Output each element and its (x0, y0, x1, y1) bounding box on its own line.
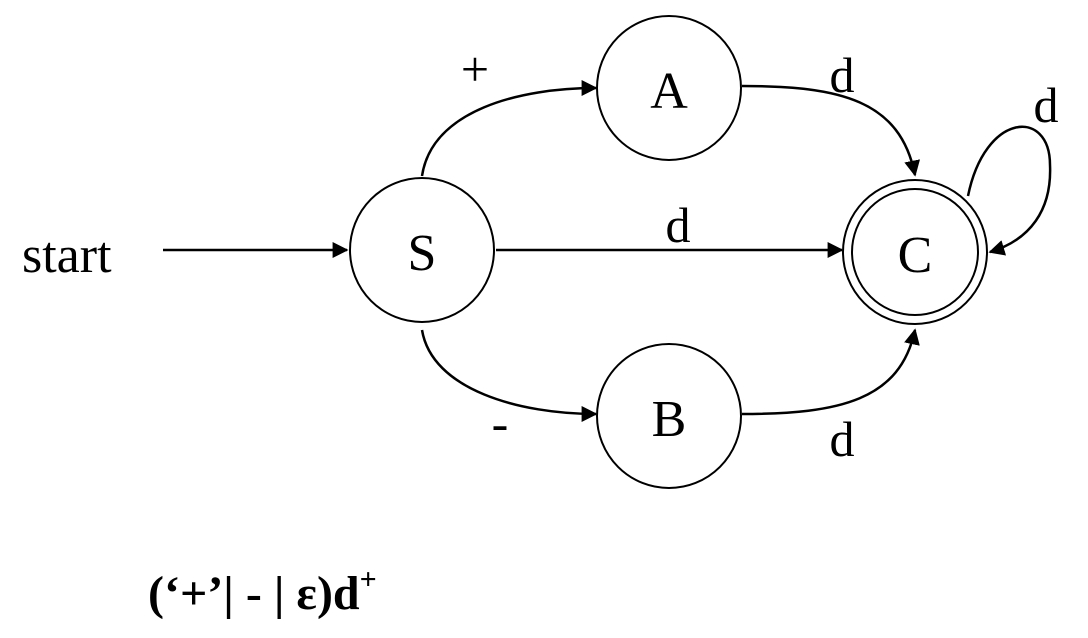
edge-c-loop (966, 125, 1052, 256)
svg-text:B: B (652, 391, 687, 448)
state-s: S (349, 177, 495, 323)
edge-a-to-c (741, 84, 921, 177)
dfa-diagram: start S A B C + - d d d d (22, 15, 1059, 489)
svg-text:C: C (898, 227, 933, 284)
label-b-to-c: d (830, 411, 855, 467)
label-s-to-a: + (461, 41, 489, 97)
state-c-accepting: C (842, 179, 988, 325)
state-a: A (596, 15, 742, 161)
edge-s-to-a (420, 80, 598, 177)
edge-s-to-b (420, 329, 598, 422)
edge-b-to-c (741, 328, 920, 416)
label-s-to-c: d (666, 197, 691, 253)
state-b: B (596, 343, 742, 489)
regex-superscript: + (359, 563, 377, 596)
svg-text:S: S (408, 225, 437, 282)
label-c-loop: d (1034, 77, 1059, 133)
label-s-to-b: - (492, 395, 509, 451)
label-a-to-c: d (830, 47, 855, 103)
regex-base: (‘+’| - | ε)d (148, 567, 360, 620)
regular-expression: (‘+’| - | ε)d+ (148, 563, 377, 622)
svg-text:A: A (650, 63, 688, 120)
start-label: start (22, 227, 112, 284)
